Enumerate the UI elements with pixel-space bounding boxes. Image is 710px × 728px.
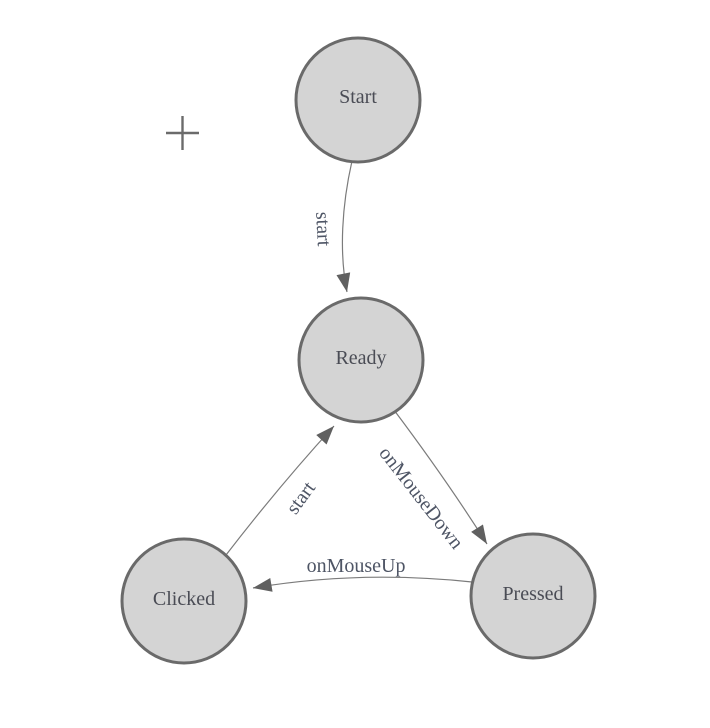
node-pressed[interactable]: Pressed [469,532,597,660]
node-start[interactable]: Start [294,36,422,164]
node-pressed-shape[interactable] [469,532,597,660]
node-start-shape[interactable] [294,36,422,164]
edge-pressed-to-clicked[interactable] [252,576,473,592]
edge-path-ready-to-pressed[interactable] [393,409,488,545]
edge-path-clicked-to-ready[interactable] [225,425,335,556]
node-start-label: Start [339,86,377,108]
node-ready-label: Ready [335,347,386,369]
node-pressed-label: Pressed [502,583,563,605]
edge-ready-to-pressed[interactable] [393,409,488,545]
plus-crosshair-icon [166,116,199,150]
edge-clicked-to-ready[interactable] [225,425,335,556]
edge-start-to-ready[interactable] [336,160,353,293]
edge-path-start-to-ready[interactable] [336,160,353,293]
node-clicked[interactable]: Clicked [120,537,248,665]
edge-label-start-to-ready: start [311,211,335,247]
edge-label-ready-to-pressed: onMouseDown [374,443,467,554]
edge-label-clicked-to-ready: start [282,477,320,518]
node-ready[interactable]: Ready [297,296,425,424]
node-clicked-shape[interactable] [120,537,248,665]
edge-path-pressed-to-clicked[interactable] [252,576,473,592]
node-ready-shape[interactable] [297,296,425,424]
node-clicked-label: Clicked [153,588,215,610]
edge-label-pressed-to-clicked: onMouseUp [307,555,406,577]
